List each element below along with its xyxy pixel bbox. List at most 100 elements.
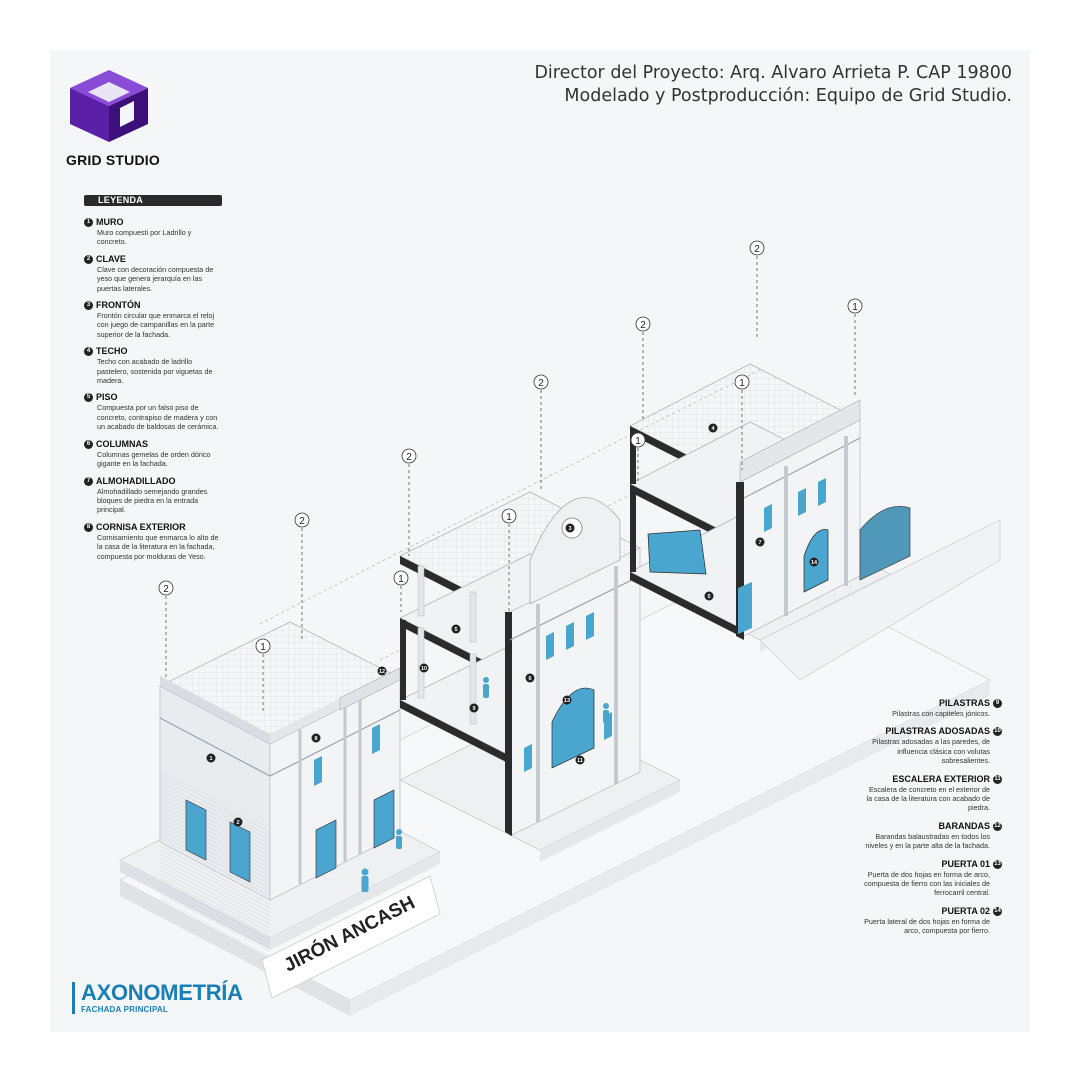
model-tags: 1 2 8 12 10 5 9 6 3 13 11 4 5 7 14 bbox=[206, 423, 819, 827]
svg-text:1: 1 bbox=[260, 642, 266, 653]
legend-number-badge: 9 bbox=[993, 699, 1002, 708]
svg-text:1: 1 bbox=[852, 302, 858, 313]
legend-item-description: Frontón circular que enmarca el reloj co… bbox=[97, 311, 215, 339]
legend-item-description: Barandas balaustradas en todos los nivel… bbox=[865, 831, 990, 851]
svg-text:2: 2 bbox=[236, 820, 239, 826]
drawing-subtitle: FACHADA PRINCIPAL bbox=[81, 1005, 168, 1014]
legend-item-description: Techo con acabado de ladrillo pastelero,… bbox=[97, 357, 213, 386]
legend-number-badge: 2 bbox=[84, 254, 93, 264]
legend-item-label: PILASTRAS bbox=[938, 698, 990, 708]
bay-window bbox=[647, 529, 707, 575]
svg-text:2: 2 bbox=[538, 378, 544, 389]
legend-item-description: Puerta de dos hojas en forma de arco, co… bbox=[864, 869, 990, 898]
legend-number-badge: 7 bbox=[84, 476, 93, 486]
credit-director: Director del Proyecto: Arq. Alvaro Arrie… bbox=[534, 63, 1012, 83]
door bbox=[373, 789, 395, 849]
grid-studio-logo bbox=[70, 70, 148, 142]
legend-item-description: Puerta lateral de dos hojas en forma de … bbox=[864, 916, 990, 936]
svg-text:7: 7 bbox=[758, 540, 761, 546]
legend-number-badge: 10 bbox=[993, 727, 1002, 737]
legend-item-label: PUERTA 02 bbox=[941, 905, 990, 916]
svg-text:1: 1 bbox=[506, 512, 512, 523]
legend-item-description: Almohadillado semejando grandes bloques … bbox=[97, 486, 208, 515]
credits: Director del Proyecto: Arq. Alvaro Arrie… bbox=[534, 62, 1012, 108]
legend-number-badge: 13 bbox=[993, 859, 1002, 869]
svg-text:5: 5 bbox=[707, 594, 710, 600]
svg-text:11: 11 bbox=[577, 758, 583, 764]
legend-item-description: Escalera de concreto en el exterior de l… bbox=[866, 784, 990, 813]
svg-text:4: 4 bbox=[711, 426, 715, 432]
callout-circles: 2 1 2 1 2 1 2 1 2 1 2 1 bbox=[158, 240, 863, 654]
svg-text:6: 6 bbox=[528, 676, 531, 682]
legend-item-label: BARANDAS bbox=[938, 820, 991, 831]
brand-name: GRID STUDIO bbox=[66, 152, 160, 168]
legend-item-label: PUERTA 01 bbox=[941, 858, 990, 869]
window bbox=[229, 821, 251, 883]
building-block-right bbox=[629, 363, 1001, 681]
svg-text:14: 14 bbox=[811, 560, 818, 566]
legend-item-label: FRONTÓN bbox=[96, 300, 141, 311]
legend-number-badge: 4 bbox=[84, 347, 93, 357]
legend-item-label: ESCALERA EXTERIOR bbox=[892, 773, 990, 784]
legend-number-badge: 12 bbox=[993, 821, 1002, 831]
legend-item-label: COLUMNAS bbox=[96, 438, 148, 449]
legend-item-description: Clave con decoración compuesta de yeso q… bbox=[97, 264, 214, 293]
credit-modeling: Modelado y Postproducción: Equipo de Gri… bbox=[564, 86, 1012, 106]
legend-item-description: Cornisamiento que enmarca lo alto de la … bbox=[97, 532, 219, 561]
legend-item-label: PILASTRAS ADOSADAS bbox=[885, 726, 990, 737]
svg-text:2: 2 bbox=[406, 452, 412, 463]
legend-number-badge: 1 bbox=[84, 218, 93, 227]
legend-item-description: Pilastras adosadas a las paredes, de inf… bbox=[872, 737, 990, 766]
svg-text:13: 13 bbox=[564, 698, 570, 704]
svg-text:9: 9 bbox=[472, 706, 475, 712]
door bbox=[315, 819, 337, 879]
svg-text:12: 12 bbox=[379, 669, 385, 675]
window bbox=[185, 799, 207, 861]
legend-number-badge: 5 bbox=[84, 393, 93, 403]
legend-item-description: Columnas gemelas de orden dórico gigante… bbox=[97, 449, 211, 469]
legend-title: LEYENDA bbox=[84, 195, 222, 206]
svg-text:2: 2 bbox=[163, 584, 169, 595]
legend-number-badge: 11 bbox=[993, 774, 1002, 784]
drawing-title: AXONOMETRÍA bbox=[81, 980, 243, 1005]
legend-number-badge: 14 bbox=[993, 906, 1002, 916]
legend-item-label: TECHO bbox=[96, 346, 128, 357]
svg-text:1: 1 bbox=[209, 756, 212, 762]
main-door bbox=[551, 687, 595, 769]
window bbox=[314, 756, 322, 786]
human-figures bbox=[361, 703, 609, 892]
svg-text:1: 1 bbox=[739, 378, 745, 389]
legend-item-label: MURO bbox=[96, 217, 124, 227]
legend-item-description: Pilastras con capiteles jónicos. bbox=[892, 709, 990, 718]
svg-text:5: 5 bbox=[454, 627, 457, 633]
legend-item-label: CORNISA EXTERIOR bbox=[96, 521, 186, 532]
svg-text:1: 1 bbox=[635, 436, 641, 447]
svg-text:2: 2 bbox=[640, 320, 646, 331]
